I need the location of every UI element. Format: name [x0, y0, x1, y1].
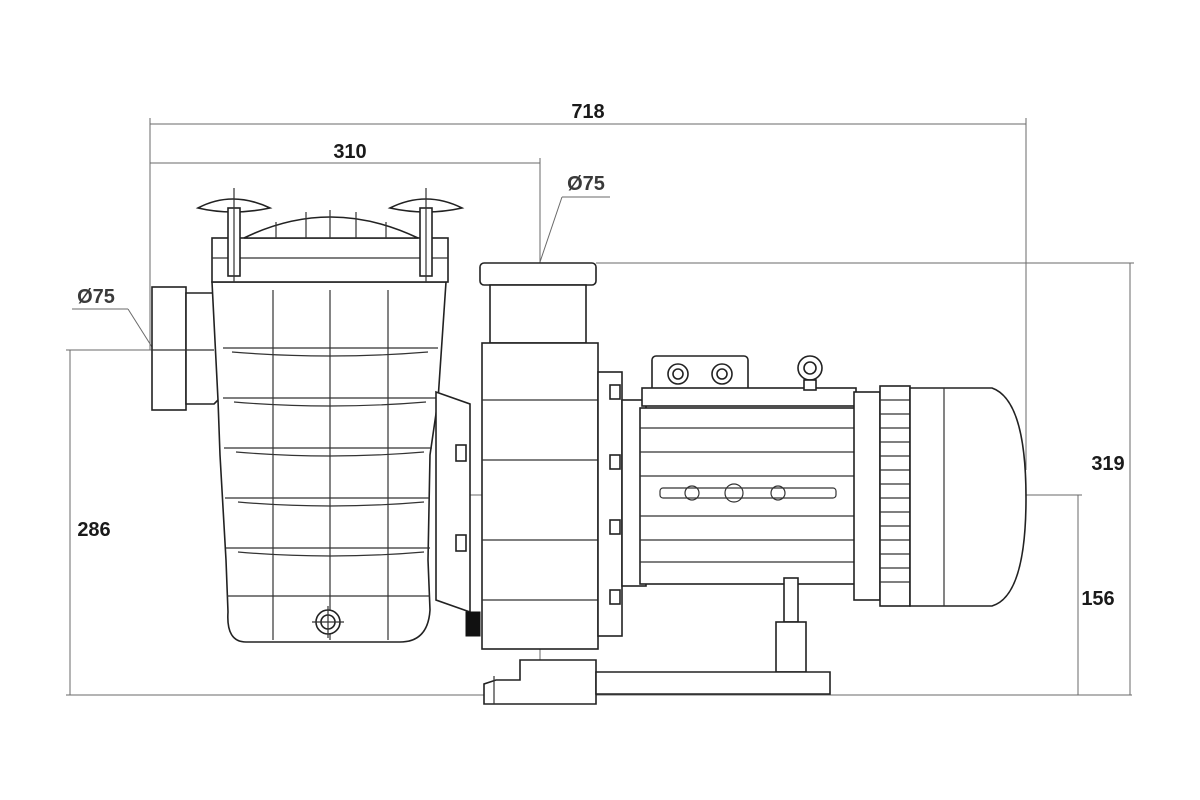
strainer-lid [211, 237, 449, 283]
discharge-outlet-flange [479, 262, 597, 286]
dim-suction-diameter: Ø75 [77, 286, 115, 308]
dim-overall-height: 319 [1091, 453, 1124, 475]
dim-shaft-height: 156 [1081, 588, 1114, 610]
strainer-housing [151, 188, 481, 643]
dim-discharge-diameter: Ø75 [567, 173, 605, 195]
dim-overall-length: 718 [571, 101, 604, 123]
lid-clamp-knob-right [387, 188, 465, 282]
lid-dome [243, 216, 419, 239]
terminal-box [641, 355, 857, 407]
motor-body [639, 407, 861, 585]
drain-plug [312, 606, 344, 638]
strainer-basket-body [211, 281, 447, 643]
dim-inlet-height: 286 [77, 519, 110, 541]
dim-strainer-width: 310 [333, 141, 366, 163]
volute-body [481, 342, 599, 650]
pump-foot [483, 659, 597, 705]
fan-cover-ring [879, 385, 911, 607]
motor-base-plate [595, 671, 831, 695]
drain-cap [465, 611, 481, 637]
lifting-eye [797, 355, 823, 391]
motor [595, 355, 1027, 695]
suction-inlet-flange [151, 286, 187, 411]
discharge-outlet-pipe [489, 284, 587, 344]
pump-volute [455, 262, 623, 705]
lid-clamp-knob-left [195, 188, 273, 282]
motor-rear-shield [853, 391, 881, 601]
fan-cover [909, 387, 1027, 607]
strainer-to-pump-connector [435, 390, 471, 614]
motor-nameplate-slot [659, 483, 837, 503]
